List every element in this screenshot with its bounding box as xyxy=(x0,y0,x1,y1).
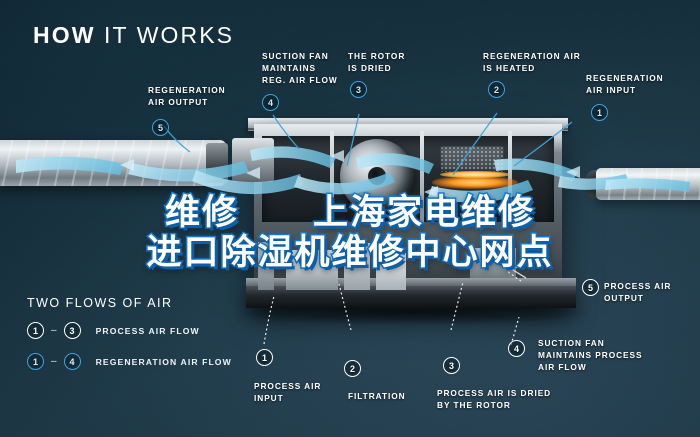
callout-label-process-air-input: PROCESS AIR INPUT xyxy=(254,381,322,404)
callout-number-1-process-input[interactable]: 1 xyxy=(256,349,273,366)
legend-dash-2: – xyxy=(51,356,57,367)
callout-number-5-process-output[interactable]: 5 xyxy=(582,279,599,296)
filter-box xyxy=(286,250,338,290)
left-spiral-duct xyxy=(0,140,226,186)
base-top-surface xyxy=(246,278,576,288)
page-title: HOW IT WORKS xyxy=(33,22,234,49)
callout-number-4-suction-fan-process[interactable]: 4 xyxy=(508,340,525,357)
legend-label-regeneration-air-flow: REGENERATION AIR FLOW xyxy=(95,356,232,367)
left-duct-endcap xyxy=(206,143,228,183)
heater-glow-core xyxy=(440,171,510,178)
lower-panel-a xyxy=(258,242,274,290)
legend-title: TWO FLOWS OF AIR xyxy=(27,296,173,310)
legend-badge-from-1-blue: 1 xyxy=(27,353,44,370)
legend-badge-to-4: 4 xyxy=(63,353,81,370)
callout-label-process-air-output: PROCESS AIR OUTPUT xyxy=(604,281,672,304)
legend-row-process-air-flow: 1 – 3 PROCESS AIR FLOW xyxy=(27,322,200,339)
lower-unit-c xyxy=(376,252,406,290)
legend-dash-1: – xyxy=(51,325,57,336)
legend-row-regeneration-air-flow: 1 – 4 REGENERATION AIR FLOW xyxy=(27,353,232,370)
base-slab xyxy=(246,286,576,308)
callout-number-3-process-dried[interactable]: 3 xyxy=(443,357,460,374)
callout-label-regeneration-air-heated: REGENERATION AIR IS HEATED xyxy=(483,51,581,74)
callout-number-4-suction-fan-regeneration[interactable]: 4 xyxy=(262,94,279,111)
callout-number-3-rotor-dried[interactable]: 3 xyxy=(350,81,367,98)
cabinet-divider-2 xyxy=(420,131,424,223)
page-title-light: IT WORKS xyxy=(104,22,235,48)
callout-label-regeneration-air-output: REGENERATION AIR OUTPUT xyxy=(148,85,226,108)
callout-label-suction-fan-process: SUCTION FAN MAINTAINS PROCESS AIR FLOW xyxy=(538,338,643,373)
callout-number-5-regeneration-output[interactable]: 5 xyxy=(152,119,169,136)
callout-number-2-filtration[interactable]: 2 xyxy=(344,360,361,377)
watermark-line-2: 进口除湿机维修中心网点 xyxy=(145,232,554,275)
callout-label-regeneration-air-input: REGENERATION AIR INPUT xyxy=(586,73,664,96)
rotor-hub xyxy=(368,167,386,185)
lower-panel-b xyxy=(344,243,370,290)
callout-number-1-regeneration-input[interactable]: 1 xyxy=(591,104,608,121)
callout-number-2-air-heated[interactable]: 2 xyxy=(488,81,505,98)
intake-plenum xyxy=(232,138,274,182)
heater-grille xyxy=(440,146,504,172)
legend-label-process-air-flow: PROCESS AIR FLOW xyxy=(95,325,200,336)
callout-label-rotor-is-dried: THE ROTOR IS DRIED xyxy=(348,51,406,74)
callout-label-process-air-dried: PROCESS AIR IS DRIED BY THE ROTOR xyxy=(437,388,552,411)
legend-badge-from-1: 1 xyxy=(27,322,44,339)
page-title-bold: HOW xyxy=(33,22,96,48)
callout-label-filtration: FILTRATION xyxy=(348,391,406,401)
callout-label-suction-fan-regeneration: SUCTION FAN MAINTAINS REG. AIR FLOW xyxy=(262,51,338,86)
legend-badge-to-3: 3 xyxy=(63,322,81,339)
